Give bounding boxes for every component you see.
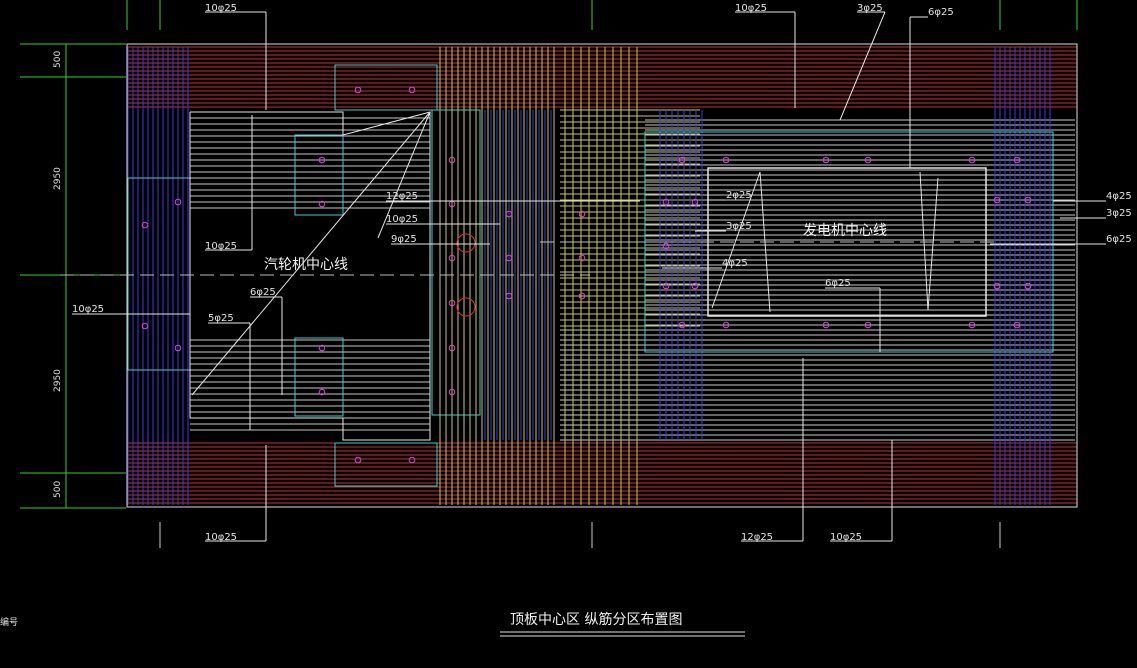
anchor-dot: [678, 321, 686, 329]
turbine-diagonal: [191, 111, 431, 396]
rebar-label: 6φ25: [825, 278, 851, 289]
anchor-dot: [408, 456, 416, 464]
anchor-dot: [864, 321, 872, 329]
rebar-label: 9φ25: [391, 234, 417, 245]
rebar-label-group: 10φ25 10φ25 3φ25 6φ25 10φ25 10φ25 6φ25 5…: [72, 3, 1132, 543]
anchor-dot: [174, 344, 182, 352]
zone-outline: [334, 442, 438, 487]
red-marker-circle: [456, 297, 476, 317]
rebar-label: 10φ25: [386, 214, 418, 225]
anchor-dot: [578, 210, 586, 218]
anchor-dot: [1013, 321, 1021, 329]
leader-line: [839, 11, 886, 121]
leader-line: [377, 111, 431, 239]
anchor-dot: [174, 198, 182, 206]
rebar-label: 6φ25: [928, 7, 954, 18]
anchor-dot: [864, 156, 872, 164]
anchor-dot: [662, 198, 670, 206]
anchor-dot: [448, 388, 456, 396]
leader-lines: [72, 11, 1106, 542]
anchor-dot: [505, 254, 513, 262]
anchor-dot: [318, 388, 326, 396]
zone-outline: [294, 134, 344, 216]
rebar-label: 10φ25: [205, 241, 237, 252]
rebar-label: 4φ25: [1106, 191, 1132, 202]
anchor-dot: [448, 299, 456, 307]
anchor-dot: [722, 321, 730, 329]
anchor-dot: [141, 322, 149, 330]
anchor-dot: [691, 198, 699, 206]
anchor-dot: [1024, 282, 1032, 290]
anchor-dot: [691, 282, 699, 290]
anchor-dot: [448, 156, 456, 164]
turbine-centerline-label: 汽轮机中心线: [264, 257, 348, 273]
anchor-dot: [318, 156, 326, 164]
rebar-label: 4φ25: [722, 258, 748, 269]
anchor-dot: [354, 456, 362, 464]
anchor-dot: [722, 156, 730, 164]
rebar-label: 12φ25: [741, 532, 773, 543]
anchor-dot: [822, 156, 830, 164]
anchor-dot: [505, 292, 513, 300]
corner-note: 编号: [0, 616, 18, 628]
anchor-dot: [993, 282, 1001, 290]
rebar-label: 10φ25: [830, 532, 862, 543]
generator-opening-edge: [711, 171, 771, 313]
anchor-dot: [318, 344, 326, 352]
rebar-lines: [127, 46, 1077, 505]
anchor-dot: [141, 221, 149, 229]
anchor-dots: [141, 86, 1032, 464]
rebar-label: 10φ25: [735, 3, 767, 14]
rebar-label: 12φ25: [386, 191, 418, 202]
drawing-title: 顶板中心区 纵筋分区布置图: [510, 611, 682, 628]
anchor-dot: [578, 292, 586, 300]
rebar-label: 5φ25: [208, 313, 234, 324]
rebar-label: 6φ25: [1106, 234, 1132, 245]
dim-500-bottom: 500: [53, 481, 63, 498]
anchor-dot: [993, 196, 1001, 204]
anchor-dot: [448, 344, 456, 352]
anchor-dot: [968, 321, 976, 329]
anchor-dot: [968, 156, 976, 164]
anchor-dot: [1013, 156, 1021, 164]
rebar-label: 2φ25: [726, 190, 752, 201]
anchor-dot: [505, 210, 513, 218]
red-marker-circle: [456, 233, 476, 253]
zone-outline: [431, 109, 481, 416]
anchor-dot: [822, 321, 830, 329]
zone-outline: [334, 64, 438, 111]
anchor-dot: [354, 86, 362, 94]
anchor-dot: [318, 200, 326, 208]
rebar-label: 10φ25: [205, 3, 237, 14]
generator-centerline-label: 发电机中心线: [803, 223, 887, 239]
dimension-chain: 500 2950 2950 500: [53, 51, 63, 498]
dim-2950-upper: 2950: [53, 167, 63, 190]
rebar-label: 6φ25: [250, 287, 276, 298]
rebar-label: 10φ25: [72, 304, 104, 315]
rebar-label: 10φ25: [205, 532, 237, 543]
zone-outline: [294, 337, 344, 417]
dim-500-top: 500: [53, 51, 63, 68]
axis-grid-lines: [20, 0, 1078, 548]
dim-2950-lower: 2950: [53, 369, 63, 392]
rebar-label: 3φ25: [857, 3, 883, 14]
anchor-dot: [662, 242, 670, 250]
turbine-opening: [189, 111, 431, 441]
rebar-label: 3φ25: [726, 221, 752, 232]
zone-outlines: [60, 43, 1078, 508]
zone-outline: [127, 177, 191, 371]
rebar-label: 3φ25: [1106, 208, 1132, 219]
anchor-dot: [578, 254, 586, 262]
anchor-dot: [408, 86, 416, 94]
anchor-dot: [1024, 196, 1032, 204]
generator-opening-edge: [919, 171, 939, 311]
anchor-dot: [662, 282, 670, 290]
anchor-dot: [678, 156, 686, 164]
anchor-dot: [448, 254, 456, 262]
